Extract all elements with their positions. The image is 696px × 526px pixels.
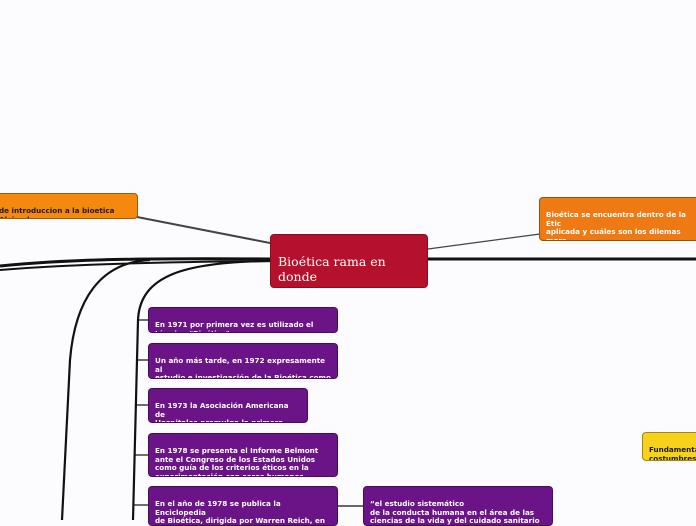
definition-note-text: “el estudio sistemático de la conducta h… [370, 498, 540, 526]
timeline-item-text: En 1971 por primera vez es utilizado el … [155, 319, 314, 332]
timeline-item-text: En el año de 1978 se publica la Enciclop… [155, 498, 325, 526]
definition-note[interactable]: “el estudio sistemático de la conducta h… [363, 486, 553, 526]
main-branch-line [0, 257, 696, 268]
timeline-item-text: En 1978 se presenta el Informe Belmont a… [155, 445, 319, 477]
timeline-item-text: En 1973 la Asociación Americana de Hospi… [155, 400, 289, 423]
yellow-note[interactable]: Fundamenta costumbres [642, 432, 696, 461]
timeline-item-1973[interactable]: En 1973 la Asociación Americana de Hospi… [148, 388, 308, 423]
timeline-item-1978-enciclopedia[interactable]: En el año de 1978 se publica la Enciclop… [148, 486, 338, 526]
right-link-line [427, 233, 541, 250]
timeline-item-1972[interactable]: Un año más tarde, en 1972 expresamente a… [148, 343, 338, 379]
yellow-note-text: Fundamenta costumbres [649, 444, 696, 461]
central-topic-text: Bioética rama en donde se enfonca la med… [278, 254, 386, 287]
main-branch-line-2 [0, 260, 271, 271]
timeline-item-1971[interactable]: En 1971 por primera vez es utilizado el … [148, 307, 338, 333]
intro-note-text: de introduccion a la bioetica Alejandra … [0, 205, 115, 218]
timeline-item-text: Un año más tarde, en 1972 expresamente a… [155, 355, 331, 379]
intro-link-line [136, 216, 271, 244]
right-note[interactable]: Bioética se encuentra dentro de la Étic … [539, 197, 696, 241]
central-topic[interactable]: Bioética rama en donde se enfonca la med… [270, 234, 428, 288]
timeline-spine-line [131, 259, 271, 520]
timeline-item-1978-belmont[interactable]: En 1978 se presenta el Informe Belmont a… [148, 433, 338, 477]
left-curve-line [60, 258, 151, 520]
intro-note[interactable]: de introduccion a la bioetica Alejandra … [0, 193, 138, 219]
right-note-text: Bioética se encuentra dentro de la Étic … [546, 209, 687, 241]
